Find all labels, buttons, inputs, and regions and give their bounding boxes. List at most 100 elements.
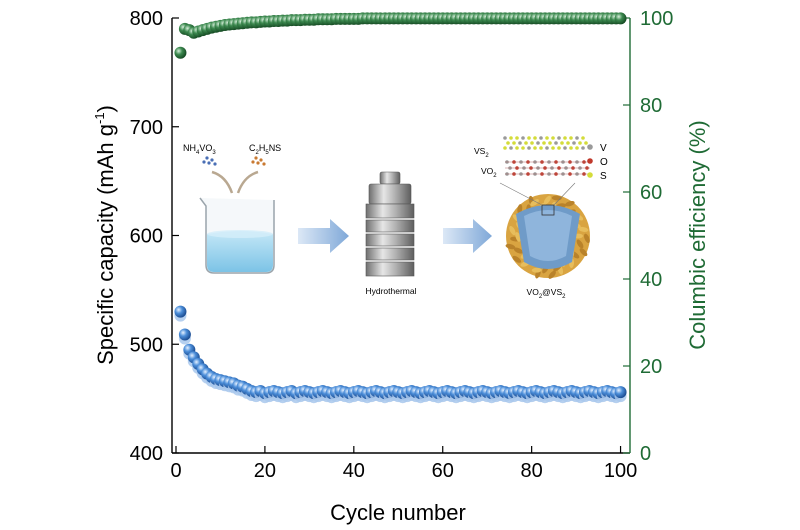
beaker-icon <box>199 197 275 274</box>
right-axis-title: Columbic efficiency (%) <box>685 120 710 349</box>
shell-flake <box>515 232 521 242</box>
efficiency-series <box>174 12 627 59</box>
shell-flake <box>531 267 542 273</box>
vs2-atom <box>509 146 513 150</box>
shell-flake <box>578 226 589 232</box>
vs2-atom <box>503 136 507 140</box>
shell-flake <box>509 225 516 236</box>
capacity-point <box>614 386 627 399</box>
vs2-atom <box>584 141 588 145</box>
capacity-point <box>178 328 191 341</box>
left-axis-ticks: 400 500 600 700 800 <box>130 8 179 465</box>
vs2-atom <box>509 136 513 140</box>
vs2-atom <box>545 146 549 150</box>
vs2-atom <box>518 141 522 145</box>
layer-vs2-label: VS2 <box>474 146 489 159</box>
right-tick-label: 100 <box>640 8 673 30</box>
autoclave-icon <box>365 171 415 277</box>
efficiency-point <box>614 12 627 25</box>
shell-flake <box>530 199 539 207</box>
reagent-1-label: NH4VO3 <box>183 143 216 156</box>
efficiency-point <box>174 46 187 59</box>
vs2-atom <box>569 136 573 140</box>
right-tick-label: 80 <box>640 95 662 117</box>
vs2-atom <box>560 141 564 145</box>
atom-legend: V O S <box>587 143 608 182</box>
vs2-atom <box>545 136 549 140</box>
product-label: VO2@VS2 <box>527 287 567 300</box>
layer-vo2-label: VO2 <box>481 166 497 179</box>
vs2-atom <box>581 136 585 140</box>
right-tick-label: 0 <box>640 443 651 465</box>
vs2-atom <box>572 141 576 145</box>
vs2-atom <box>539 136 543 140</box>
x-tick-label: 100 <box>604 460 637 482</box>
right-tick-label: 20 <box>640 356 662 378</box>
crystal-structure-icon: VS2 VO2 <box>474 136 590 179</box>
shell-flake <box>565 200 575 207</box>
capacity-point <box>174 305 187 318</box>
vs2-atom <box>533 146 537 150</box>
vs2-atom <box>533 136 537 140</box>
shell-flake <box>512 255 522 263</box>
right-tick-label: 40 <box>640 269 662 291</box>
vs2-atom <box>542 141 546 145</box>
vs2-atom <box>524 141 528 145</box>
shell-flake <box>543 195 551 205</box>
vs2-atom <box>503 146 507 150</box>
shell-flake <box>583 233 590 244</box>
process-arrow-2 <box>443 219 492 253</box>
left-tick-label: 700 <box>130 117 163 139</box>
vs2-atom <box>527 136 531 140</box>
pour-arc-left <box>211 170 234 194</box>
vs2-atom <box>569 146 573 150</box>
shell-flake <box>505 243 516 250</box>
capacity-series <box>174 305 627 404</box>
x-tick-label: 80 <box>521 460 543 482</box>
shell-flake <box>513 247 524 254</box>
synthesis-scheme-inset: NH4VO3 C2H5NS <box>183 136 608 300</box>
reagent-powder-dots <box>202 156 266 166</box>
x-tick-label: 20 <box>254 460 276 482</box>
vs2-atom <box>512 141 516 145</box>
vs2-atom <box>575 136 579 140</box>
hydrothermal-label: Hydrothermal <box>365 286 416 296</box>
vs2-atom <box>578 141 582 145</box>
left-tick-label: 400 <box>130 443 163 465</box>
vs2-atom <box>548 141 552 145</box>
vs2-atom <box>563 136 567 140</box>
core-shell-sphere-icon <box>499 182 590 279</box>
shell-flake <box>576 239 584 249</box>
vs2-atom <box>536 141 540 145</box>
legend-s: S <box>600 171 607 182</box>
x-axis-title: Cycle number <box>330 500 466 525</box>
pour-arc-right <box>236 170 259 194</box>
x-tick-label: 60 <box>432 460 454 482</box>
left-tick-label: 500 <box>130 334 163 356</box>
vs2-atom <box>527 146 531 150</box>
shell-flake <box>548 270 556 279</box>
x-axis-ticks: 0 20 40 60 80 100 <box>170 446 637 482</box>
left-tick-label: 600 <box>130 226 163 248</box>
vs2-atom <box>554 141 558 145</box>
vs2-atom <box>557 136 561 140</box>
vs2-atom <box>566 141 570 145</box>
legend-o: O <box>600 157 608 168</box>
x-tick-label: 40 <box>343 460 365 482</box>
vs2-atom <box>575 146 579 150</box>
vs2-atom <box>506 141 510 145</box>
vs2-atom <box>563 146 567 150</box>
vs2-atom <box>557 146 561 150</box>
vs2-atom <box>551 146 555 150</box>
left-tick-label: 800 <box>130 8 163 30</box>
vs2-atom <box>515 136 519 140</box>
x-tick-label: 0 <box>170 460 181 482</box>
process-arrow-1 <box>298 219 349 253</box>
reagent-2-label: C2H5NS <box>249 143 281 156</box>
vs2-atom <box>581 146 585 150</box>
vs2-atom <box>530 141 534 145</box>
vs2-atom <box>539 146 543 150</box>
vs2-atom <box>551 136 555 140</box>
